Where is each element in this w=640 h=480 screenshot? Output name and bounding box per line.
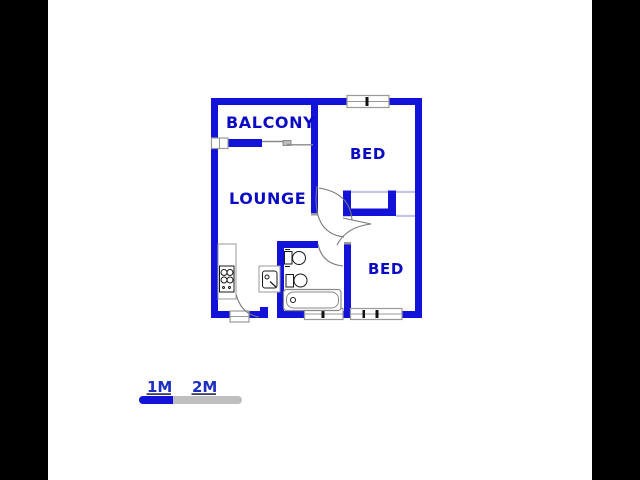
stove-icon xyxy=(219,265,235,293)
kitchen-door-jamb xyxy=(260,307,268,318)
room-label-bed-bottom: BED xyxy=(368,260,404,278)
sink-icon xyxy=(258,265,281,293)
basin-icon xyxy=(285,273,308,288)
wall-left xyxy=(211,98,218,318)
door-arc xyxy=(318,187,353,221)
wall-cap xyxy=(344,242,351,245)
wall-bed-bottom-left xyxy=(344,242,351,318)
wall-balcony-divider xyxy=(227,139,262,147)
opening-line xyxy=(396,190,415,193)
door-arc xyxy=(315,185,345,238)
window-icon-bed-bottom xyxy=(349,307,403,321)
sliding-door-icon xyxy=(262,140,313,146)
room-label-balcony: BALCONY xyxy=(226,113,315,132)
door-arcs xyxy=(235,185,372,318)
scale-bar-blue-segment-end xyxy=(160,396,173,404)
closet-front-line xyxy=(351,190,388,193)
door-arc xyxy=(317,243,344,267)
kitchen-door-gap xyxy=(268,309,277,320)
room-label-lounge: LOUNGE xyxy=(229,189,306,208)
bathtub-icon xyxy=(282,288,342,312)
wall-right xyxy=(415,98,422,318)
window-icon-kitchen xyxy=(229,310,250,323)
wall-end-caps xyxy=(311,213,351,245)
pillarbox-right-bar xyxy=(592,0,640,480)
closet-bottom-bar xyxy=(343,208,396,216)
scale-bar: 1M 2M xyxy=(139,378,242,404)
windows xyxy=(210,94,403,323)
wall-cap xyxy=(311,213,318,216)
door-leaf xyxy=(342,217,372,225)
wall-bathroom-top xyxy=(277,241,318,248)
window-icon-top xyxy=(346,94,390,109)
scale-label-underline xyxy=(146,393,171,395)
wall-lounge-bed-divider xyxy=(311,98,318,215)
closet xyxy=(343,190,415,217)
door-arc xyxy=(336,223,372,246)
opening-line xyxy=(396,214,415,217)
closet-stub-right xyxy=(388,190,396,216)
pillarbox-left-bar xyxy=(0,0,48,480)
scale-label-underline xyxy=(191,393,216,395)
room-labels: BALCONY LOUNGE BED BED xyxy=(226,113,404,278)
window-icon-balcony xyxy=(210,137,229,150)
room-label-bed-top: BED xyxy=(350,145,386,163)
scale-label-1m: 1M xyxy=(147,378,172,396)
scale-label-2m: 2M xyxy=(192,378,217,396)
door-arc xyxy=(235,293,260,318)
toilet-icon xyxy=(284,249,306,267)
